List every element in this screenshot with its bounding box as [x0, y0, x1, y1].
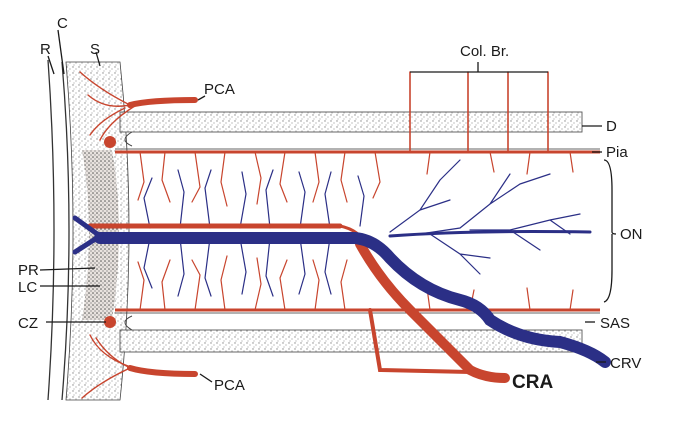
retina-layer [47, 59, 55, 401]
venous-branches [143, 159, 581, 297]
pca-top-vessel [79, 71, 198, 148]
central-retinal-vein [72, 215, 611, 368]
label-lc: LC [18, 279, 37, 296]
leader-lines [39, 29, 617, 383]
label-cz: CZ [18, 315, 38, 332]
dura-inner-end-bottom [124, 315, 133, 331]
label-s: S [90, 41, 100, 58]
dura-bottom [119, 329, 583, 353]
dura-inner-end-top [124, 131, 133, 147]
label-pr: PR [18, 262, 39, 279]
pca-bottom-vessel [81, 316, 198, 399]
label-crv: CRV [610, 355, 641, 372]
label-pca-top: PCA [204, 81, 235, 98]
label-r: R [40, 41, 51, 58]
dura-top [119, 111, 583, 133]
label-sas: SAS [600, 315, 630, 332]
label-pia: Pia [606, 144, 628, 161]
label-pca-bottom: PCA [214, 377, 245, 394]
choroid-layer [61, 61, 70, 401]
label-on: ON [620, 226, 643, 243]
collateral-branches [409, 71, 549, 153]
central-retinal-artery [87, 223, 510, 383]
label-d: D [606, 118, 617, 135]
label-c: C [57, 15, 68, 32]
label-col-br: Col. Br. [460, 43, 509, 60]
pial-arteries [137, 151, 574, 311]
label-cra: CRA [512, 372, 553, 393]
